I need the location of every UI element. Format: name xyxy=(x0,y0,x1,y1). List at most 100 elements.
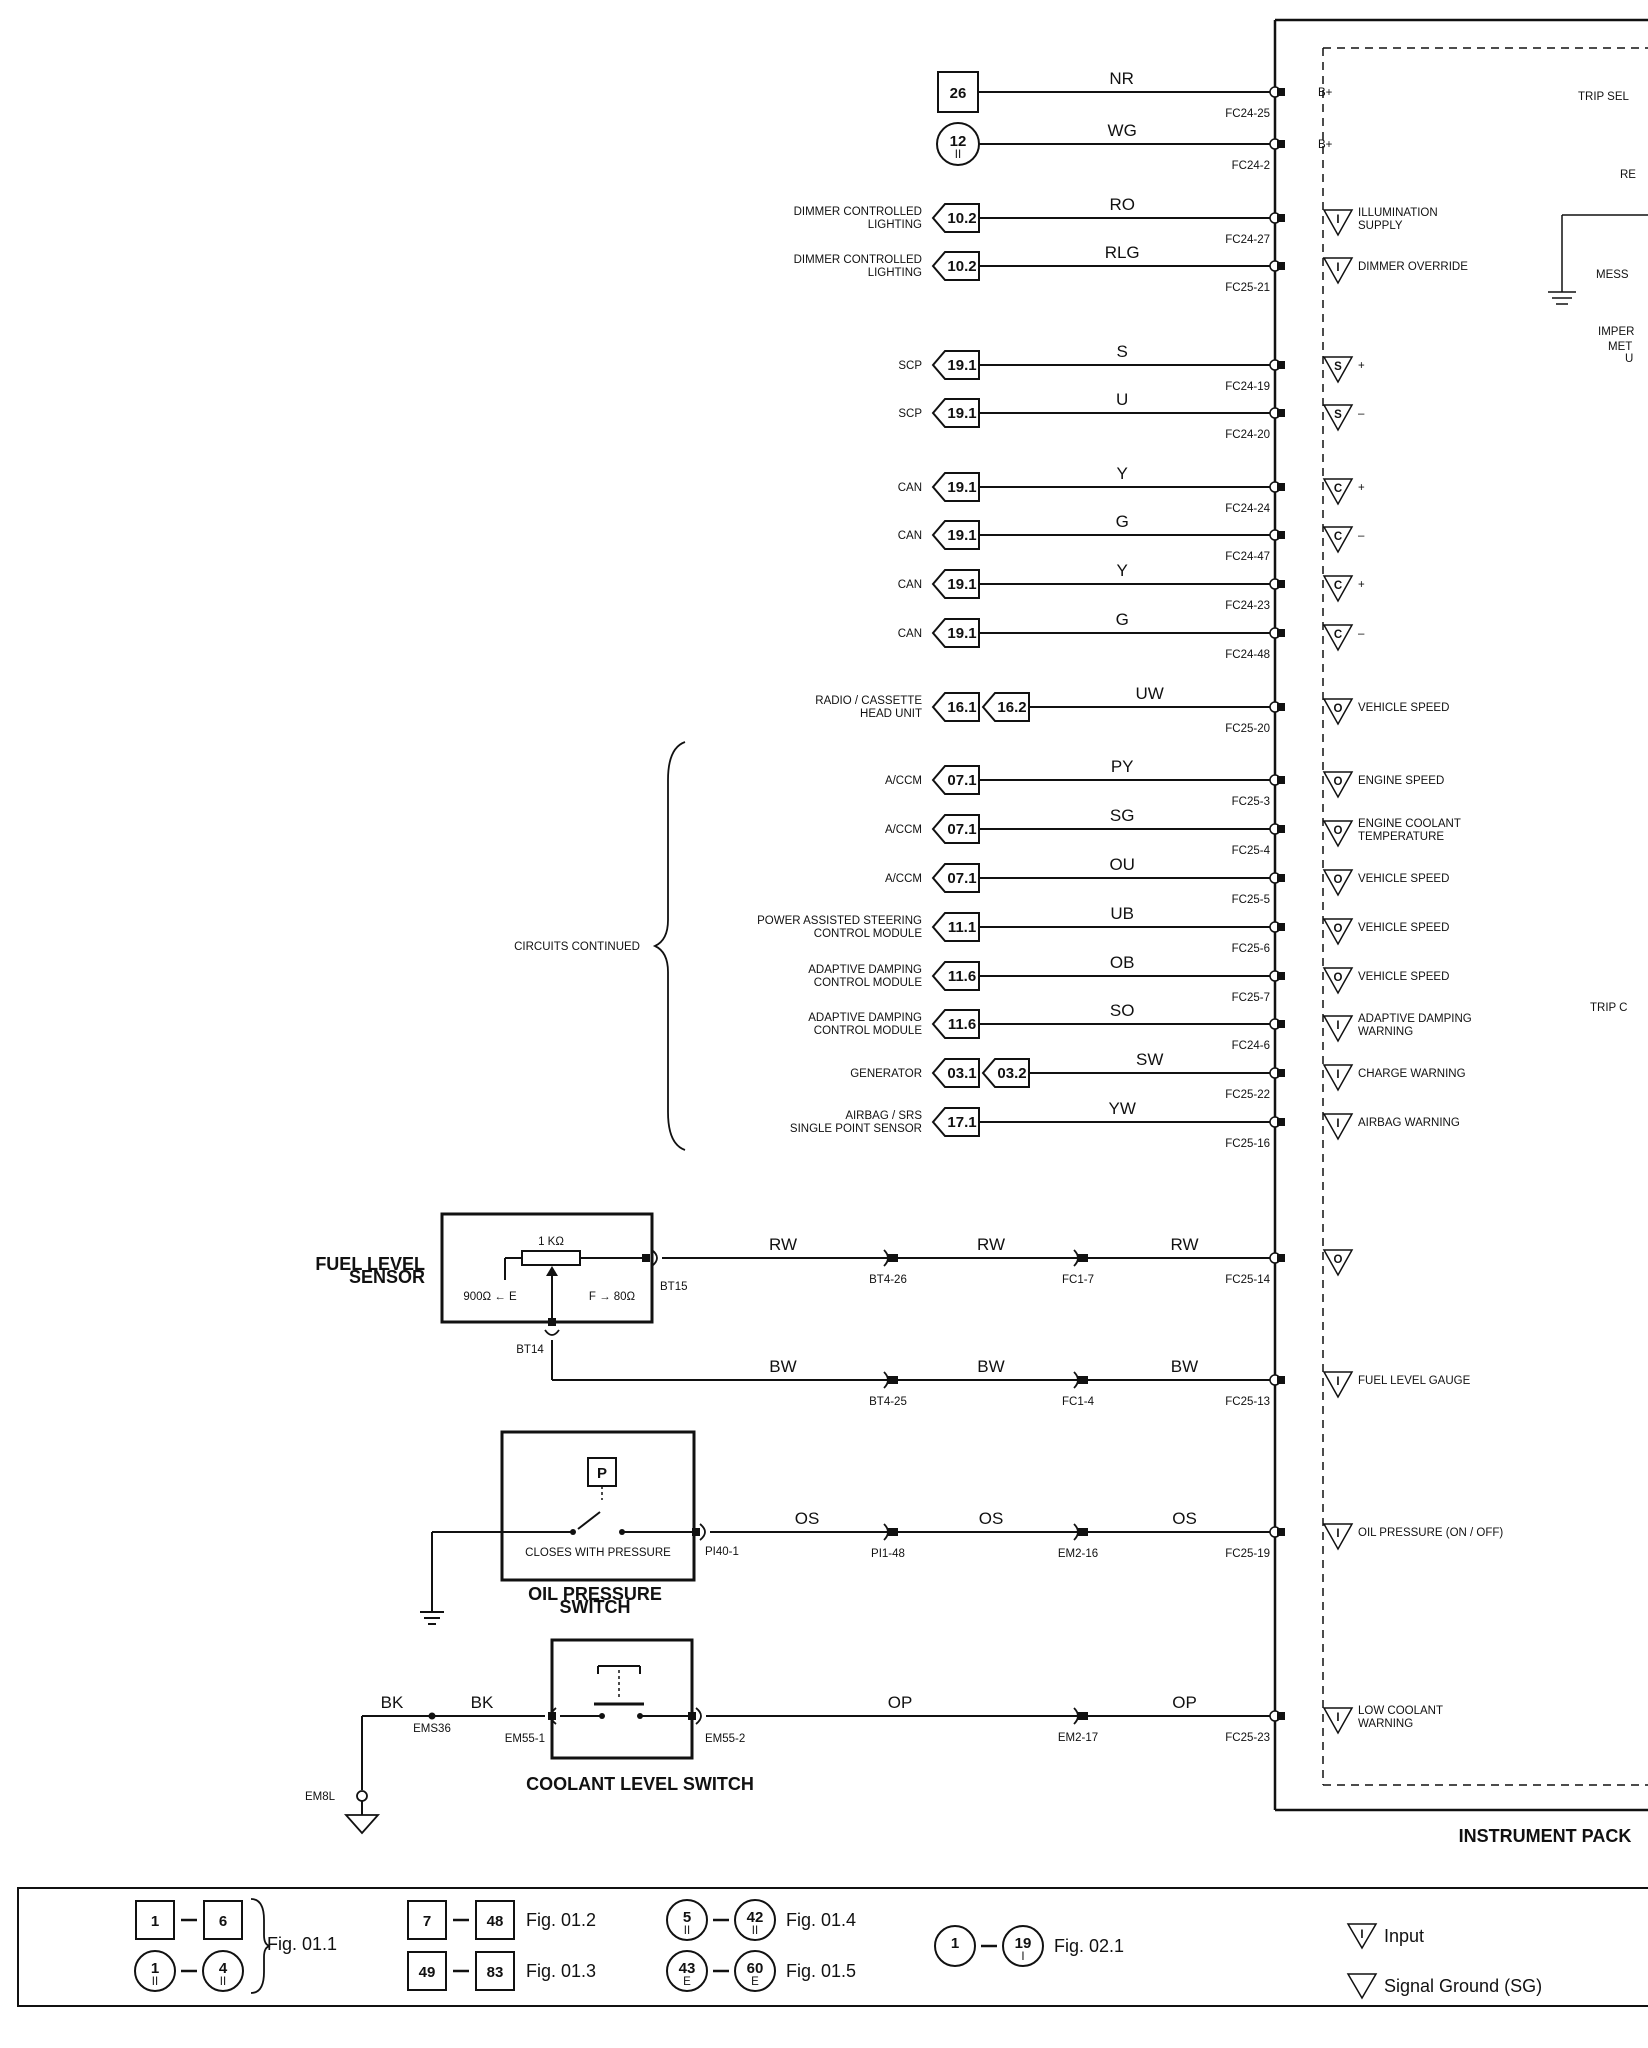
pin-tab xyxy=(1277,874,1285,882)
legend-ref-number: 4 xyxy=(219,1960,228,1977)
legend-ref-number: 1 xyxy=(151,1960,159,1977)
source-module-label: RADIO / CASSETTE xyxy=(815,695,922,707)
input-triangle-icon xyxy=(1322,1523,1354,1551)
source-module-label: CONTROL MODULE xyxy=(814,1025,923,1037)
wire-color-label: Y xyxy=(1117,464,1128,483)
pin-label: FC25-19 xyxy=(1225,1548,1270,1560)
function-label: B+ xyxy=(1318,139,1333,151)
function-label: VEHICLE SPEED xyxy=(1358,971,1449,983)
input-symbol-letter: O xyxy=(1334,776,1343,788)
splice-label: EMS36 xyxy=(413,1723,451,1735)
wire-color-label: OS xyxy=(979,1509,1004,1528)
input-triangle-icon xyxy=(1322,624,1354,652)
source-module-label: POWER ASSISTED STEERING xyxy=(757,915,922,927)
function-label: WARNING xyxy=(1358,1026,1413,1038)
legend-ref-box xyxy=(407,1951,447,1991)
pin-label: FC25-20 xyxy=(1225,723,1270,735)
function-label: ADAPTIVE DAMPING xyxy=(1358,1013,1472,1025)
pin-label: FC25-13 xyxy=(1225,1396,1270,1408)
input-symbol-letter: C xyxy=(1334,580,1342,592)
pressure-symbol-box xyxy=(587,1457,617,1487)
legend-ref-number: 6 xyxy=(219,1913,227,1930)
function-label: WARNING xyxy=(1358,1718,1413,1730)
fuel-sensor-box xyxy=(440,1212,654,1324)
function-label: – xyxy=(1358,628,1365,640)
page-reference-number: 19.1 xyxy=(947,479,976,496)
pin-tab xyxy=(1277,531,1285,539)
source-module-label: CONTROL MODULE xyxy=(814,928,923,940)
connector-tab xyxy=(1078,1528,1088,1536)
legend-ref-box xyxy=(203,1900,243,1940)
source-module-label: A/CCM xyxy=(885,775,922,787)
pin-label: FC24-20 xyxy=(1225,429,1270,441)
function-label: SUPPLY xyxy=(1358,220,1403,232)
wire-color-label: RW xyxy=(1170,1235,1198,1254)
internal-label: MET xyxy=(1608,341,1632,353)
switch-arm xyxy=(577,1511,601,1530)
inline-connector xyxy=(651,1249,658,1267)
circuits-continued-label: CIRCUITS CONTINUED xyxy=(514,941,640,953)
resistor xyxy=(521,1250,581,1266)
input-symbol-letter: O xyxy=(1334,923,1343,935)
function-label: + xyxy=(1358,360,1365,372)
oil-switch-title: SWITCH xyxy=(560,1597,631,1617)
pin-label: FC24-2 xyxy=(1232,160,1270,172)
fuel-sensor-title: FUEL LEVEL xyxy=(315,1254,425,1274)
page-reference-number: 19.1 xyxy=(947,625,976,642)
connector-tab xyxy=(888,1376,898,1384)
legend-figure-ref: Fig. 01.5 xyxy=(786,1961,856,1981)
input-triangle-icon xyxy=(1322,356,1354,384)
input-symbol-letter: C xyxy=(1334,531,1342,543)
input-symbol-letter: O xyxy=(1334,703,1343,715)
input-triangle-icon xyxy=(1322,1707,1354,1735)
input-symbol-letter: I xyxy=(1336,1712,1339,1724)
wire-color-label: OP xyxy=(888,1693,913,1712)
connector-tab xyxy=(1078,1712,1088,1720)
pin-tab xyxy=(1277,825,1285,833)
internal-label: TRIP C xyxy=(1590,1002,1628,1014)
page-reference-number: 26 xyxy=(950,85,967,102)
function-label: B+ xyxy=(1318,87,1333,99)
pin-label: BT14 xyxy=(516,1344,544,1356)
legend-box xyxy=(17,1887,1648,2007)
legend-ref-sub: II xyxy=(684,1925,690,1937)
internal-label: RE xyxy=(1620,169,1636,181)
legend-brace xyxy=(250,1898,271,1994)
wire-color-label: S xyxy=(1117,342,1128,361)
function-label: ENGINE SPEED xyxy=(1358,775,1444,787)
connector-label: FC1-7 xyxy=(1062,1274,1094,1286)
wire-color-label: PY xyxy=(1111,757,1134,776)
connector-label: BT4-25 xyxy=(869,1396,907,1408)
legend-ref-number: 43 xyxy=(679,1960,696,1977)
pin-label: FC25-4 xyxy=(1232,845,1271,857)
input-symbol-letter: O xyxy=(1334,1254,1343,1266)
function-label: ENGINE COOLANT xyxy=(1358,818,1461,830)
pin-tab xyxy=(1277,262,1285,270)
pin-tab xyxy=(1277,88,1285,96)
wire-color-label: BW xyxy=(1171,1357,1198,1376)
page-reference-number: 16.2 xyxy=(997,699,1026,716)
wire-color-label: BW xyxy=(769,1357,796,1376)
pin-label: FC24-19 xyxy=(1225,381,1270,393)
page-reference-number: 12 xyxy=(950,133,967,150)
wire-color-label: RLG xyxy=(1105,243,1140,262)
wire-color-label: OB xyxy=(1110,953,1135,972)
input-symbol-letter: C xyxy=(1334,483,1342,495)
pin-tab xyxy=(1277,1376,1285,1384)
function-label: LOW COOLANT xyxy=(1358,1705,1443,1717)
legend-ref-circle xyxy=(134,1950,176,1992)
coolant-switch-box xyxy=(550,1638,694,1760)
wire-color-label: OS xyxy=(795,1509,820,1528)
pin-label: FC25-7 xyxy=(1232,992,1270,1004)
wire-color-label: OP xyxy=(1172,1693,1197,1712)
page-reference-sub: II xyxy=(955,149,961,161)
source-module-label: SINGLE POINT SENSOR xyxy=(790,1123,922,1135)
input-symbol-letter: O xyxy=(1334,825,1343,837)
legend-ref-circle xyxy=(1002,1925,1044,1967)
wire-color-label: NR xyxy=(1109,69,1134,88)
wire-color-label: SW xyxy=(1136,1050,1163,1069)
pin-label: FC24-27 xyxy=(1225,234,1270,246)
legend-ref-circle xyxy=(666,1950,708,1992)
legend-ref-number: 1 xyxy=(951,1935,959,1952)
page-reference-number: 10.2 xyxy=(947,258,976,275)
